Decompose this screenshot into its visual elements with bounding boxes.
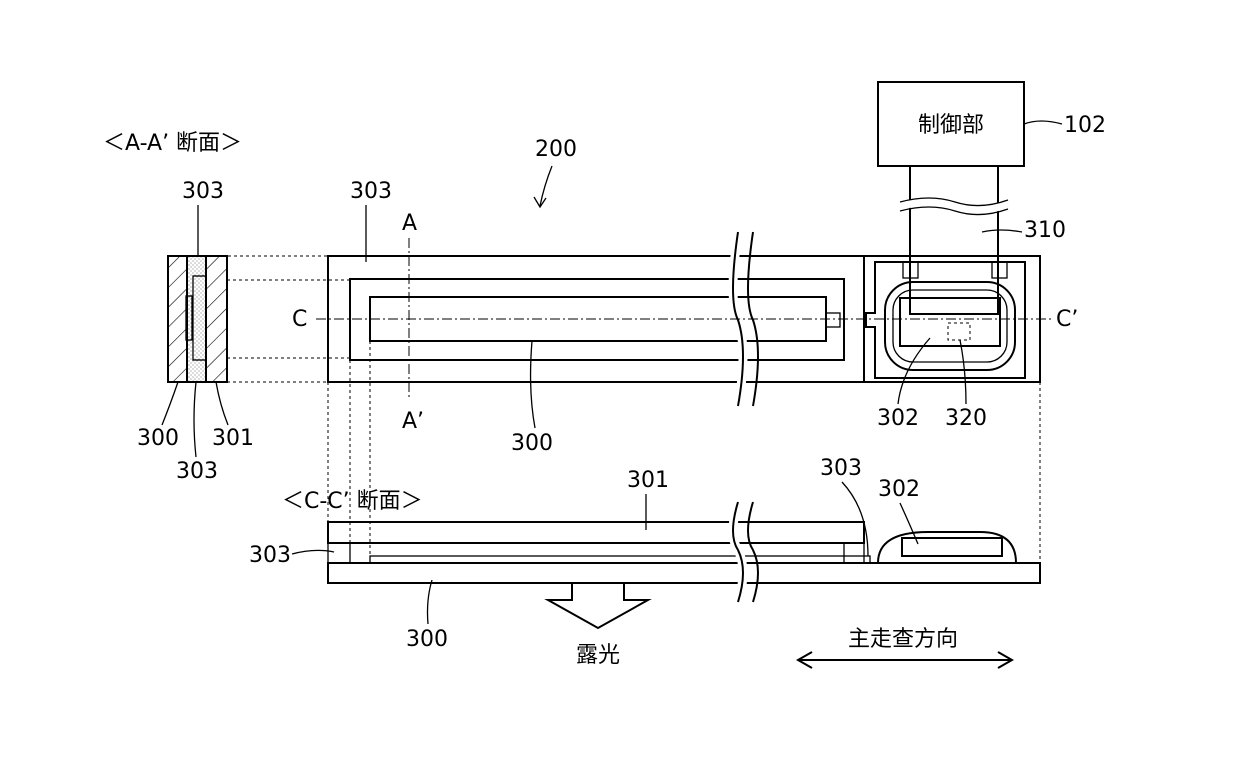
ref-200: 200 (535, 137, 577, 162)
cc-section-title: ＜C-C’ 断面＞ (282, 489, 423, 514)
control-unit-label: 制御部 (918, 113, 984, 138)
ref-320: 320 (945, 406, 987, 431)
leader-200 (540, 166, 552, 206)
ref-301-cc: 301 (627, 468, 669, 493)
leader-303-aa-bottom (194, 382, 196, 457)
ref-102: 102 (1064, 113, 1106, 138)
flex-cable (900, 166, 1008, 314)
mark-a-prime: A’ (402, 409, 424, 434)
ref-303-aa-bottom: 303 (176, 459, 218, 484)
leader-300-plan (531, 341, 535, 428)
mark-c: C (292, 307, 307, 332)
aa-section-body (168, 256, 227, 382)
leader-320 (960, 340, 966, 404)
leader-102 (1024, 121, 1062, 124)
ref-303-cc-right: 303 (820, 456, 862, 481)
cc-section-body (328, 522, 1040, 583)
leader-300-aa (162, 382, 178, 425)
ref-302-plan: 302 (877, 406, 919, 431)
ref-303-plan: 303 (350, 179, 392, 204)
leader-301-aa (216, 382, 228, 425)
main-scan-label: 主走查方向 (848, 627, 958, 652)
mark-a: A (402, 211, 417, 236)
projection-lines-cc (328, 341, 1040, 562)
break-mark-cc (733, 502, 758, 602)
ref-300-cc: 300 (406, 627, 448, 652)
exposure-arrow (548, 583, 648, 628)
leader-300-cc (428, 580, 433, 624)
aa-section-title: ＜A-A’ 断面＞ (103, 131, 242, 156)
ref-310: 310 (1024, 218, 1066, 243)
ref-303-aa-top: 303 (182, 179, 224, 204)
ref-303-cc-left: 303 (249, 543, 291, 568)
ref-300-plan: 300 (511, 431, 553, 456)
ref-302-cc: 302 (878, 477, 920, 502)
exposure-label: 露光 (576, 643, 620, 668)
main-scan-arrow (798, 652, 1012, 668)
ref-300-aa: 300 (137, 426, 179, 451)
leader-310 (982, 230, 1022, 232)
mark-c-prime: C’ (1056, 307, 1078, 332)
ref-301-aa: 301 (212, 426, 254, 451)
